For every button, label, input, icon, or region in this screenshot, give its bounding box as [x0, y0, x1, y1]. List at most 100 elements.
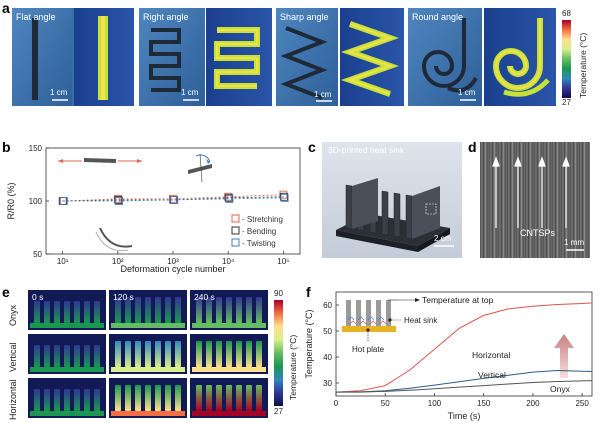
thermal-cell	[28, 378, 106, 418]
chart-f-line-horizontal	[335, 302, 593, 393]
heat-sink-scale: 2 cm	[434, 234, 452, 243]
chart-b-point	[280, 193, 289, 202]
colorbar-e-title: Temperature (°C)	[288, 334, 298, 400]
panel-label-e: e	[2, 284, 10, 300]
chart-b-point	[224, 192, 233, 201]
thermal-fin	[54, 345, 60, 367]
thermal-fin	[206, 341, 212, 367]
panel-label-f: f	[306, 284, 311, 300]
time-label: 0 s	[32, 292, 44, 302]
annot-plate: Hot plate	[352, 345, 385, 354]
thermal-fin	[84, 301, 90, 323]
thermal-fin	[94, 389, 100, 411]
chart-b-ytick-label: 100	[29, 197, 43, 206]
chart-f-xtick-label: 200	[526, 399, 540, 408]
thermal-fin	[256, 297, 262, 323]
thermal-fin	[115, 341, 121, 367]
tile-label-sharp: Sharp angle	[280, 12, 329, 22]
thermal-fin	[54, 301, 60, 323]
thermal-fin	[44, 345, 50, 367]
thermal-fin	[115, 385, 121, 411]
thermal-fin	[256, 341, 262, 367]
colorbar-e-max: 90	[274, 289, 283, 298]
chart-f-ytick-label: 30	[323, 379, 332, 388]
chart-f-xtick-label: 100	[428, 399, 442, 408]
thermal-fin	[206, 297, 212, 323]
thermal-fin	[145, 341, 151, 367]
thermal-fin	[155, 297, 161, 323]
thermal-fin	[34, 301, 40, 323]
rising-arrow-icon	[554, 334, 574, 378]
thermal-fin	[145, 385, 151, 411]
thermal-fin	[256, 385, 262, 411]
thermal-fin	[84, 389, 90, 411]
chart-b-xtick-label: 10³	[167, 257, 179, 266]
scale-sharp: 1 cm	[314, 90, 332, 99]
thermal-fin	[216, 341, 222, 367]
heat-sink-photo: 3D-printed heat sink 2 cm	[322, 142, 462, 258]
tile-label-flat: Flat angle	[16, 12, 56, 22]
chart-b-xtick-label: 10⁵	[277, 257, 289, 266]
thermal-cell: 240 s	[190, 290, 268, 330]
thermal-cell	[190, 334, 268, 374]
flat-angle-image	[12, 8, 134, 106]
thermal-fin	[216, 297, 222, 323]
thermal-fin	[226, 341, 232, 367]
chart-f-ytick-label: 40	[323, 353, 332, 362]
thermal-fin	[74, 345, 80, 367]
thermal-fin	[115, 297, 121, 323]
chart-f-series-label: Vertical	[478, 370, 506, 380]
annot-sink: Heat sink	[404, 316, 438, 325]
colorbar-a-title: Temperature (°C)	[578, 32, 588, 98]
thermal-fin	[246, 385, 252, 411]
chart-b-ytick-label: 150	[29, 144, 43, 153]
row-label-onyx: Onyx	[8, 304, 18, 326]
thermal-fin	[74, 301, 80, 323]
chart-f-xtick-label: 50	[381, 399, 390, 408]
thermal-fin	[246, 341, 252, 367]
thermal-plate	[192, 411, 266, 416]
chart-f: Temperature at top Heat sink Hot plate 0…	[304, 291, 593, 421]
chart-b-ytick-label: 50	[33, 250, 42, 259]
colorbar-e-min: 27	[274, 407, 283, 416]
thermal-fin	[44, 389, 50, 411]
thermal-fin	[135, 385, 141, 411]
tile-label-round: Round angle	[412, 12, 464, 22]
colorbar-a-max: 68	[562, 9, 571, 18]
chart-b-point	[224, 193, 233, 202]
chart-f-line-onyx	[336, 380, 593, 393]
thermal-cell	[28, 334, 106, 374]
legend-bending: - Bending	[242, 227, 276, 236]
thermal-plate	[111, 411, 185, 416]
thermal-fin	[236, 385, 242, 411]
thermal-fin	[34, 345, 40, 367]
tile-sharp-angle: Sharp angle 1 cm	[276, 8, 404, 106]
thermal-fin	[64, 301, 70, 323]
chart-b-xtick-label: 10²	[112, 257, 124, 266]
thermal-fin	[236, 341, 242, 367]
chart-f-xtick-label: 250	[575, 399, 589, 408]
thermal-fin	[175, 385, 181, 411]
tile-round-angle: Round angle 1 cm	[408, 8, 556, 106]
thermal-fin	[226, 385, 232, 411]
chart-b-xtick-label: 10¹	[57, 257, 69, 266]
thermal-fin	[145, 297, 151, 323]
thermal-cell	[109, 334, 187, 374]
thermal-plate	[192, 323, 266, 328]
chart-b-line-bending	[62, 196, 284, 202]
thermal-fin	[155, 341, 161, 367]
thermal-fin	[236, 297, 242, 323]
thermal-fin	[246, 297, 252, 323]
chart-b-point	[59, 197, 68, 205]
chart-f-series-label: Horizontal	[472, 350, 510, 360]
thermal-plate	[192, 367, 266, 372]
panel-label-c: c	[308, 139, 316, 155]
chart-b-xlabel: Deformation cycle number	[120, 264, 225, 274]
thermal-fin	[84, 345, 90, 367]
colorbar-a	[562, 20, 571, 98]
scale-flat: 1 cm	[50, 88, 68, 97]
bend-icon	[95, 227, 133, 251]
row-label-vertical: Vertical	[8, 342, 18, 372]
chart-f-ylabel: Temperature (°C)	[304, 309, 314, 378]
